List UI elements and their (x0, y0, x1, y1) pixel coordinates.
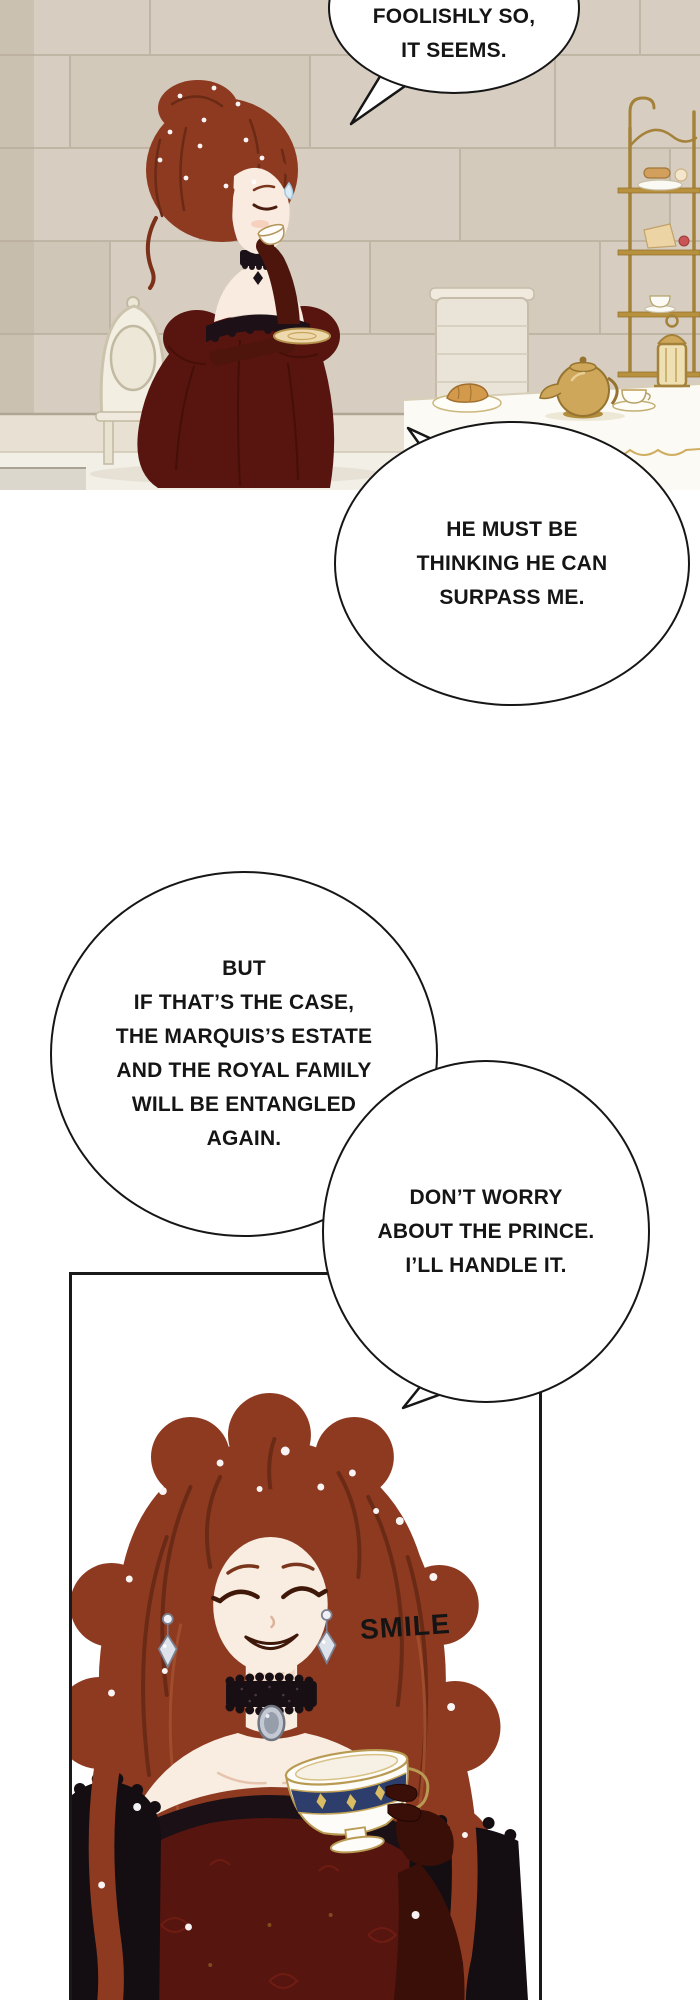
croissant-icon (446, 383, 489, 403)
bubble-line: AND THE ROYAL FAMILY (116, 1059, 372, 1082)
smile-closeup-illustration (72, 1393, 528, 2000)
bubble-line: SURPASS ME. (439, 585, 585, 609)
saucer-icon (273, 327, 331, 345)
earring-icon (157, 1613, 178, 1670)
hair-pearls (157, 85, 265, 189)
bubble-line: THINKING HE CAN (416, 551, 608, 575)
teapot-icon (539, 356, 619, 419)
bubble-line: BUT (222, 957, 266, 980)
bubble-text: BUT IF THAT’S THE CASE, THE MARQUIS’S ES… (116, 952, 372, 1156)
bubble-line: ABOUT THE PRINCE. (377, 1219, 595, 1243)
bubble-line: HE MUST BE (446, 517, 578, 541)
bubble-line: WILL BE ENTANGLED (131, 1093, 357, 1116)
bubble-line: FOOLISHLY SO, (372, 5, 536, 28)
teacup-icon (257, 223, 285, 246)
speech-bubble-surpass: HE MUST BE THINKING HE CAN SURPASS ME. (334, 421, 690, 706)
sfx-smile: SMILE (358, 1607, 452, 1646)
teacup-fleur-icon (284, 1748, 430, 1854)
woman-drinking-tea-illustration (137, 80, 340, 488)
bubble-line: I’LL HANDLE IT. (405, 1253, 567, 1277)
bubble-line: IT SEEMS. (401, 39, 507, 62)
hair-sparkles (98, 1446, 468, 1931)
earring-icon (316, 1609, 337, 1666)
speech-bubble-handle-it: DON’T WORRY ABOUT THE PRINCE. I’LL HANDL… (322, 1060, 650, 1403)
smile-mouth (244, 1633, 299, 1650)
closed-smiling-eyes (210, 1586, 328, 1604)
bubble-line: DON’T WORRY (409, 1185, 563, 1209)
bubble-line: IF THAT’S THE CASE, (133, 991, 355, 1014)
teacup-icon (612, 389, 656, 412)
lace-choker (225, 1672, 317, 1742)
bubble-line: THE MARQUIS’S ESTATE (115, 1025, 373, 1048)
bubble-line: AGAIN. (206, 1127, 282, 1150)
gloved-hand (385, 1783, 465, 2000)
bubble-text: HE MUST BE THINKING HE CAN SURPASS ME. (417, 513, 608, 615)
woman-smiling-illustration (72, 1393, 528, 2000)
bubble-text: FOOLISHLY SO, IT SEEMS. (373, 0, 535, 68)
lantern-icon (654, 314, 690, 388)
bubble-text: DON’T WORRY ABOUT THE PRINCE. I’LL HANDL… (378, 1181, 595, 1283)
sweat-drop-icon (284, 181, 294, 200)
